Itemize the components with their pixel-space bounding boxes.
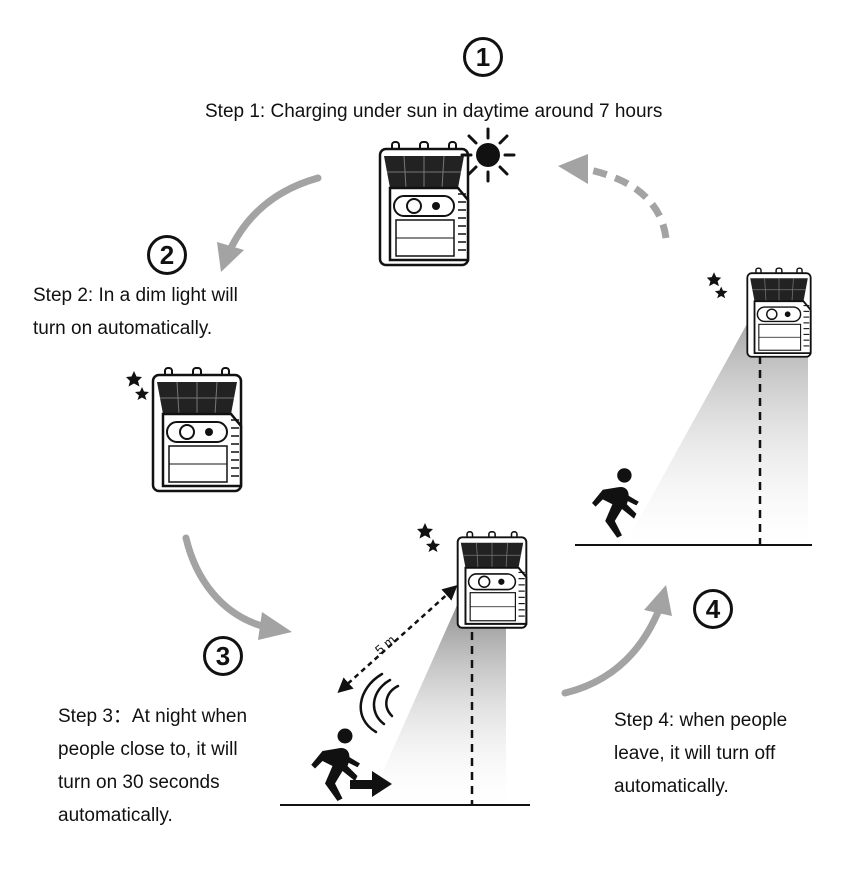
- flow-arrow-icon: [182, 534, 292, 640]
- flow-arrow-icon: [217, 174, 322, 272]
- running-person-icon: [592, 468, 639, 538]
- step-4-text: Step 4: when people leave, it will turn …: [614, 710, 788, 797]
- step-2-text: Step 2: In a dim light will turn on auto…: [33, 285, 238, 339]
- step-3-text: Step 3：At night when people close to, it…: [58, 706, 248, 826]
- moon-stars-icon: [106, 367, 149, 400]
- moon-stars-icon: [688, 268, 728, 299]
- running-person-icon: [311, 728, 392, 801]
- solar-lamp-icon: [456, 530, 528, 629]
- step-number-3: 3: [203, 636, 243, 676]
- solar-lamp-icon: [151, 366, 243, 493]
- solar-lamp-icon: [746, 267, 812, 358]
- moon-stars-icon: [397, 519, 440, 552]
- step-number-1: 1: [463, 37, 503, 77]
- range-arrow: [337, 584, 458, 694]
- step-number-2: 2: [147, 235, 187, 275]
- step-1-text: Step 1: Charging under sun in daytime ar…: [205, 101, 663, 122]
- solar-lamp-icon: [378, 140, 470, 267]
- flow-arrow-icon: [558, 154, 670, 239]
- sun-icon: [460, 127, 516, 183]
- flow-arrow-icon: [561, 585, 672, 697]
- light-beam: [625, 322, 808, 545]
- motion-wave-icon: [359, 672, 400, 734]
- step-number-4: 4: [693, 589, 733, 629]
